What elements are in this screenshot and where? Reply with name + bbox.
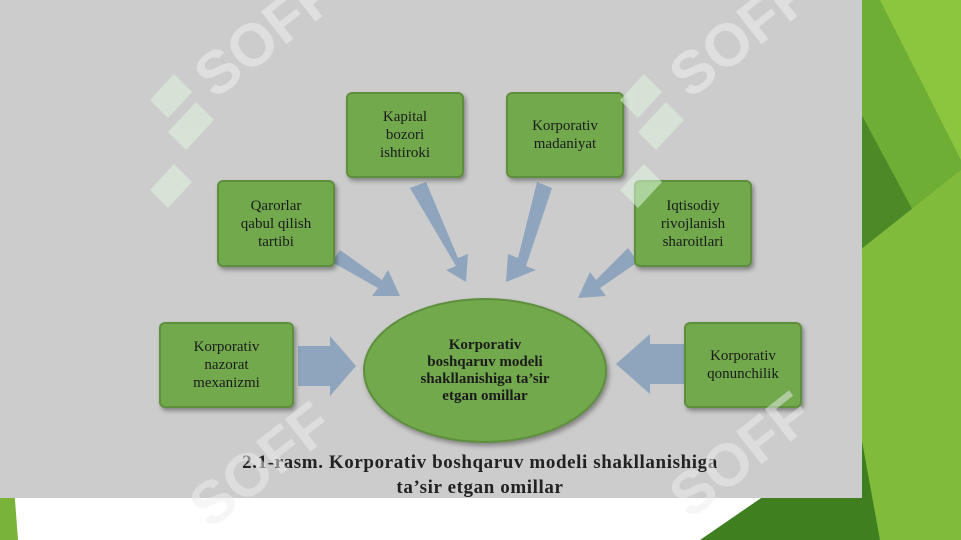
factor-box-iqtisodiy: Iqtisodiy rivojlanish sharoitlari: [634, 180, 752, 267]
factor-box-qonunchilik: Korporativ qonunchilik: [684, 322, 802, 408]
factor-box-korporativ-madaniyat: Korporativ madaniyat: [506, 92, 624, 178]
arrow-qarorlar: [332, 250, 400, 296]
central-ellipse: Korporativ boshqaruv modeli shakllanishi…: [363, 298, 607, 443]
arrow-nazorat: [298, 336, 356, 396]
arrow-kapital: [410, 182, 468, 282]
figure-caption: 2.1-rasm. Korporativ boshqaruv modeli sh…: [150, 450, 810, 500]
factor-box-qarorlar: Qarorlar qabul qilish tartibi: [217, 180, 335, 267]
factor-box-kapital-bozori: Kapital bozori ishtiroki: [346, 92, 464, 178]
factor-box-nazorat: Korporativ nazorat mexanizmi: [159, 322, 294, 408]
arrow-qonunchilik: [616, 334, 684, 394]
right-green-facet-light: [880, 0, 961, 160]
caption-line-1: 2.1-rasm. Korporativ boshqaruv modeli sh…: [242, 452, 718, 473]
arrow-madaniyat: [506, 182, 552, 282]
arrow-iqtisodiy: [578, 248, 638, 298]
caption-line-2: ta’sir etgan omillar: [396, 477, 564, 498]
